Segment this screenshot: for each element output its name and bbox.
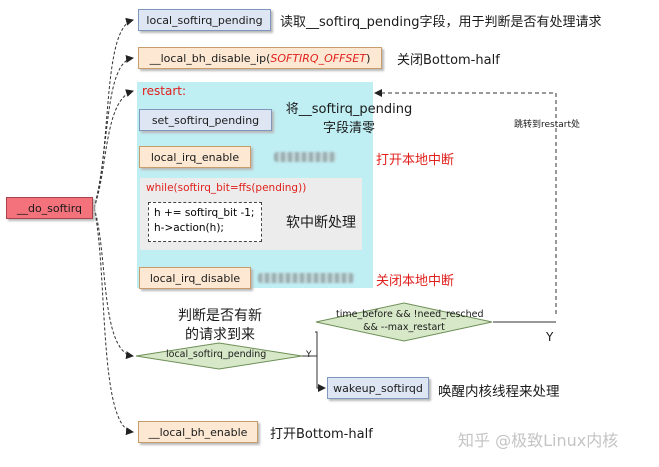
decision-reschedule-shape [315, 302, 493, 342]
do-softirq-node: __do_softirq [6, 197, 93, 219]
note-open-bh: 打开Bottom-half [270, 427, 373, 442]
branch-to-bh-enable [93, 207, 134, 436]
note-jump-restart: 跳转到restart处 [514, 120, 581, 130]
restart-label: restart: [142, 84, 187, 98]
while-loop-label: while(softirq_bit=ffs(pending)) [146, 182, 307, 194]
note-judge-new: 判断是否有新 的请求到来 [178, 308, 262, 343]
to-wakeup-arrow [316, 356, 326, 392]
local-softirq-pending-node: local_softirq_pending [138, 9, 271, 31]
note-close-irq: 关闭本地中断 [376, 274, 455, 289]
watermark: 知乎 @极致Linux内核 [458, 431, 619, 450]
jump-back-arrow [374, 89, 557, 314]
decision-pending-text: local_softirq_pending [166, 349, 267, 360]
local-irq-enable-node: local_irq_enable [139, 146, 251, 168]
note-clear-pending: 将__softirq_pending 字段清零 [285, 102, 413, 136]
note-open-irq: 打开本地中断 [376, 153, 455, 168]
blurred-text-lower [258, 273, 354, 283]
local-bh-disable-node: __local_bh_disable_ip(SOFTIRQ_OFFSET) [138, 47, 382, 69]
note-wake-thread: 唤醒内核线程来处理 [438, 384, 560, 400]
blurred-text-upper [274, 152, 336, 162]
branch-to-pending-check [93, 207, 134, 360]
loop-body: h += softirq_bit -1; h->action(h); [148, 202, 262, 242]
local-bh-enable-node: __local_bh_enable [138, 421, 258, 443]
note-read-pending: 读取__softirq_pending字段，用于判断是否有处理请求 [280, 15, 602, 30]
branch-to-pending-read [93, 17, 134, 209]
pending-yes-arrow [302, 331, 318, 357]
note-close-bh: 关闭Bottom-half [397, 53, 500, 68]
branch-to-restart [93, 89, 134, 209]
decision-reschedule-text: time_before && !need_resched && --max_re… [336, 309, 484, 333]
local-irq-disable-node: local_irq_disable [139, 267, 251, 289]
branch-to-bh-disable [93, 55, 134, 209]
label-y-reschedule: Y [546, 330, 554, 344]
wakeup-softirqd-node: wakeup_softirqd [327, 377, 429, 399]
decision-pending-shape [135, 342, 303, 370]
set-softirq-pending-node: set_softirq_pending [139, 109, 272, 131]
label-y-pending: Y [306, 350, 312, 360]
note-softirq-handling: 软中断处理 [286, 215, 356, 231]
